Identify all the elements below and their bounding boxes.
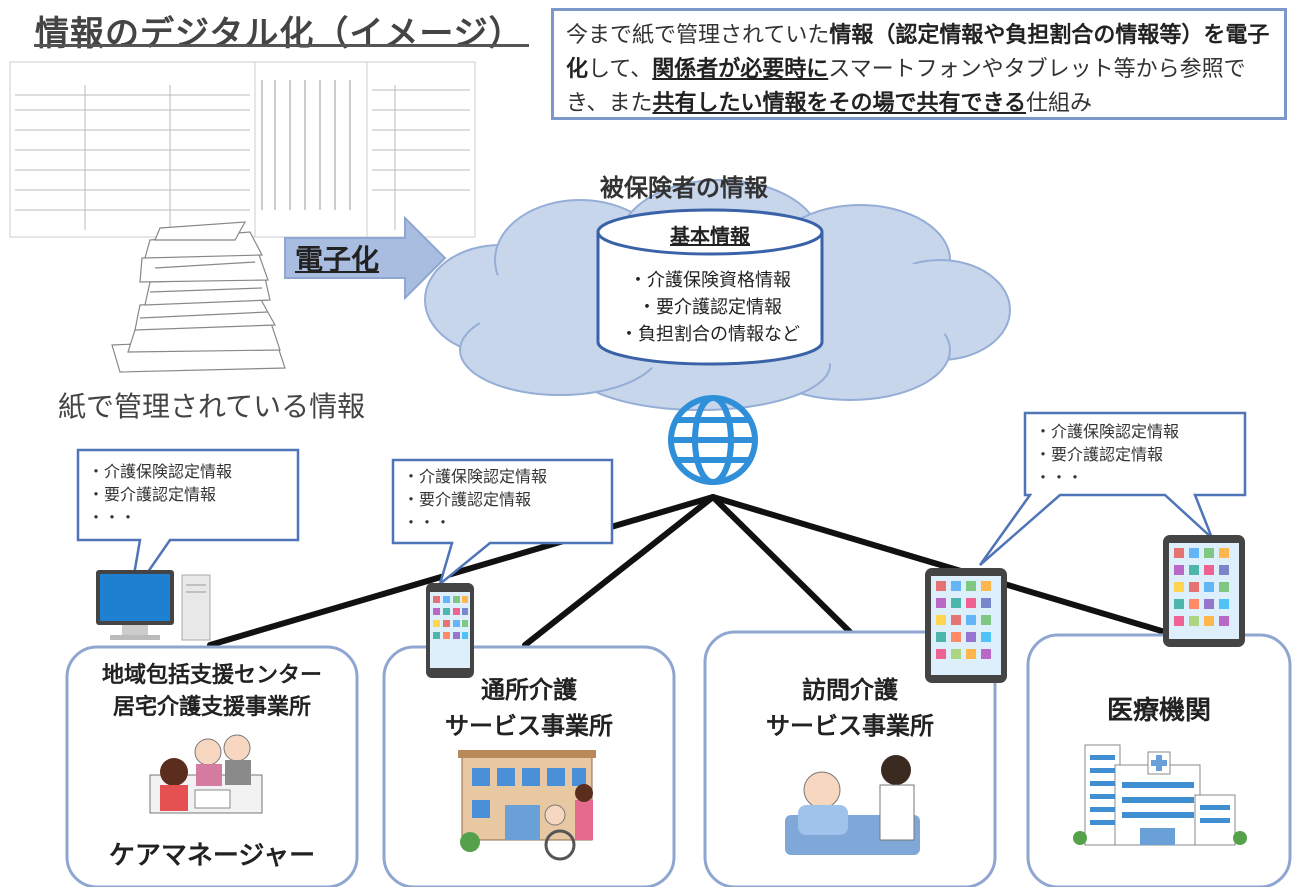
database-title: 基本情報 [670, 224, 750, 248]
paper-form-2 [254, 61, 368, 238]
paper-form-3 [366, 61, 476, 238]
speech-bubble-2 [391, 458, 614, 588]
bubble-line: ・介護保険認定情報 [88, 462, 233, 481]
bubble-line: ・要介護認定情報 [403, 490, 532, 509]
smartphone-icon [426, 583, 474, 678]
desktop-computer-icon [96, 570, 211, 641]
facility-title-day-service: 通所介護 サービス事業所 [384, 672, 674, 744]
facility-title-medical: 医療機関 [1028, 690, 1290, 727]
facility-title-line: サービス事業所 [445, 712, 613, 740]
bubble-line: ・要介護認定情報 [1035, 445, 1164, 464]
bubble-line: ・・・ [88, 508, 137, 527]
page-title: 情報のデジタル化（イメージ） [35, 14, 524, 54]
facility-title-line: 居宅介護支援事業所 [112, 695, 311, 720]
facility-title-line: 通所介護 [481, 676, 577, 704]
speech-bubble-1 [76, 448, 300, 599]
title-underline [34, 44, 529, 47]
bubble-line: ・・・ [403, 513, 452, 532]
bubble-1-text: ・介護保険認定情報 ・要介護認定情報 ・・・ [88, 460, 232, 529]
paper-info-label: 紙で管理されている情報 [58, 390, 366, 423]
day-service-building-illustration [458, 750, 596, 861]
desc-part: 仕組み [1026, 91, 1093, 116]
hospital-illustration [1073, 744, 1247, 846]
cloud-title: 被保険者の情報 [600, 174, 768, 202]
paper-form-1 [9, 61, 256, 238]
desc-part: 情報（認定情報や負担割合の情報等） [829, 23, 1204, 48]
desc-part: を電子化 [566, 23, 1270, 82]
desc-part: 共有したい情報をその場で共有できる [652, 91, 1027, 116]
facility-frame-3 [703, 630, 997, 887]
digitize-label: 電子化 [295, 243, 380, 276]
network-lines [207, 494, 1168, 648]
facility-title-community-center: 地域包括支援センター 居宅介護支援事業所 [67, 660, 357, 724]
care-manager-illustration [149, 734, 263, 814]
globe-icon [668, 395, 758, 485]
tablet-icon [925, 568, 1007, 683]
desc-part: 今まで紙で管理されていた [566, 23, 830, 48]
bubble-line: ・介護保険認定情報 [1035, 422, 1180, 441]
bubble-2-text: ・介護保険認定情報 ・要介護認定情報 ・・・ [403, 465, 547, 534]
bubble-line: ・要介護認定情報 [88, 485, 217, 504]
facility-title-line: 訪問介護 [802, 676, 898, 704]
database-item: ・負担割合の情報など [620, 324, 800, 345]
bubble-3-text: ・介護保険認定情報 ・要介護認定情報 ・・・ [1035, 420, 1179, 489]
home-visit-illustration [785, 755, 920, 855]
tablet-icon [1163, 535, 1245, 647]
paper-pile-illustration [111, 221, 286, 373]
description-box: 今まで紙で管理されていた情報（認定情報や負担割合の情報等）を電子化して、関係者が… [551, 8, 1287, 120]
desc-part: して、 [588, 57, 653, 82]
database-item: ・要介護認定情報 [638, 297, 782, 318]
database-item: ・介護保険資格情報 [629, 270, 791, 291]
speech-bubble-3 [978, 411, 1247, 566]
facility-title-line: 医療機関 [1106, 696, 1211, 726]
bubble-line: ・介護保険認定情報 [403, 467, 548, 486]
facility-title-home-visit: 訪問介護 サービス事業所 [705, 672, 995, 744]
bubble-line: ・・・ [1035, 468, 1084, 487]
facility-title-line: 地域包括支援センター [101, 663, 322, 688]
digitize-arrow [284, 215, 447, 301]
care-manager-label: ケアマネージャー [108, 841, 316, 871]
database-cylinder [596, 208, 824, 366]
desc-part: 関係者が必要時に [652, 57, 829, 82]
facility-title-line: サービス事業所 [766, 712, 934, 740]
desc-part: スマートフォンやタブレット等から参照でき、また [566, 57, 1246, 116]
